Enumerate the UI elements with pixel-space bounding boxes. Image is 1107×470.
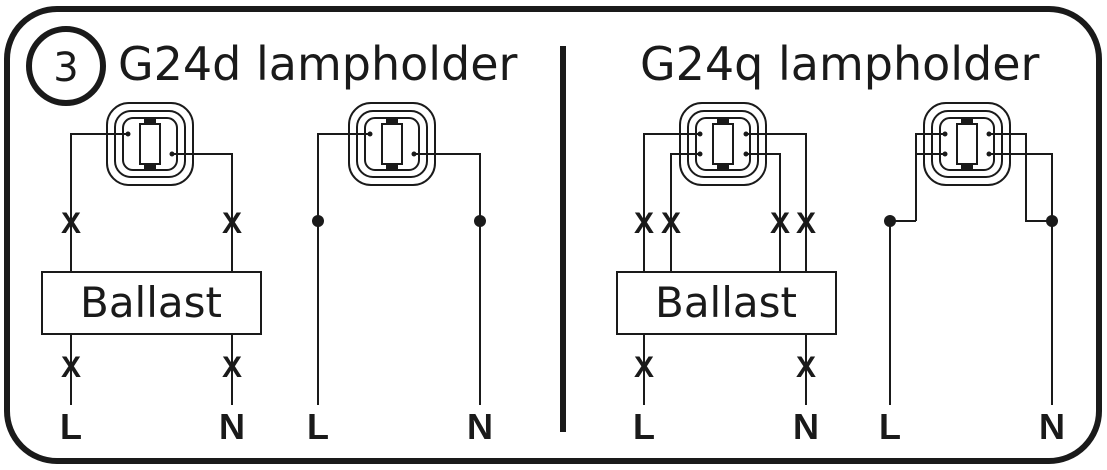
step-number: 3 <box>53 45 78 91</box>
cut-mark-icon: X <box>796 351 816 384</box>
lampholder-icon <box>923 102 1011 186</box>
terminal-line: L <box>60 406 82 447</box>
cut-mark-icon: X <box>770 207 790 240</box>
lampholder-icon <box>679 102 767 186</box>
cut-mark-icon: X <box>222 351 242 384</box>
cut-mark-icon: X <box>634 207 654 240</box>
step-badge <box>26 26 106 106</box>
ballast-label: Ballast <box>80 278 222 327</box>
terminal-neutral: N <box>1039 406 1065 447</box>
g24d-ballast-circuit: Ballast X X X X L N <box>41 102 262 447</box>
outer-frame <box>4 6 1102 464</box>
terminal-line: L <box>879 406 901 447</box>
terminal-neutral: N <box>467 406 493 447</box>
lampholder-icon <box>348 102 436 186</box>
panel-title-g24d: G24d lampholder <box>118 37 518 91</box>
junction-dot-icon <box>474 215 486 227</box>
junction-dot-icon <box>1046 215 1058 227</box>
panel-title-g24q: G24q lampholder <box>640 37 1040 91</box>
terminal-line: L <box>307 406 329 447</box>
lampholder-icon <box>106 102 194 186</box>
ballast-label: Ballast <box>655 278 797 327</box>
junction-dot-icon <box>884 215 896 227</box>
terminal-neutral: N <box>219 406 245 447</box>
g24d-direct-circuit: L N <box>307 102 493 447</box>
ballast-box <box>41 271 262 335</box>
terminal-neutral: N <box>793 406 819 447</box>
cut-mark-icon: X <box>61 351 81 384</box>
cut-mark-icon: X <box>796 207 816 240</box>
g24q-ballast-circuit: Ballast X X X X X X L N <box>616 102 837 447</box>
ballast-box <box>616 271 837 335</box>
cut-mark-icon: X <box>222 207 242 240</box>
cut-mark-icon: X <box>634 351 654 384</box>
terminal-line: L <box>633 406 655 447</box>
cut-mark-icon: X <box>61 207 81 240</box>
cut-mark-icon: X <box>661 207 681 240</box>
g24q-direct-circuit: L N <box>879 102 1065 447</box>
junction-dot-icon <box>312 215 324 227</box>
